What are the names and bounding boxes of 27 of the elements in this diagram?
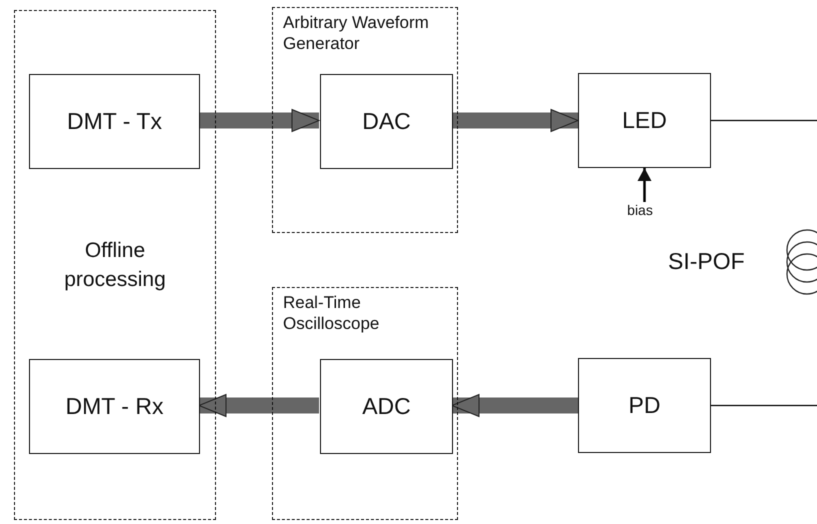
fiber-line bbox=[711, 120, 817, 122]
process-box bbox=[29, 359, 200, 454]
dashed-group-frame bbox=[272, 7, 458, 233]
signal-label: bias bbox=[626, 202, 654, 218]
box-label: ADC bbox=[362, 393, 411, 420]
dashed-group-frame bbox=[272, 287, 458, 520]
process-box bbox=[320, 74, 453, 169]
process-box bbox=[578, 73, 711, 168]
group-title: Arbitrary Waveform Generator bbox=[283, 12, 430, 54]
box-label: PD bbox=[628, 392, 660, 419]
box-label: LED bbox=[622, 107, 667, 134]
box-label: DAC bbox=[362, 108, 411, 135]
group-title: Real-Time Oscilloscope bbox=[283, 292, 380, 334]
process-box bbox=[29, 74, 200, 169]
group-title: Offline processing bbox=[63, 238, 167, 293]
block-arrow bbox=[452, 109, 578, 132]
block-arrow bbox=[452, 394, 578, 417]
box-label: DMT - Rx bbox=[66, 393, 164, 420]
block-arrow bbox=[198, 394, 319, 417]
block-arrow bbox=[199, 109, 320, 132]
process-box bbox=[578, 358, 711, 453]
arrow bbox=[638, 168, 652, 202]
process-box bbox=[320, 359, 453, 454]
dashed-group-frame bbox=[14, 10, 216, 520]
fiber-label: SI-POF bbox=[668, 248, 745, 275]
fiber-line bbox=[711, 404, 817, 406]
box-label: DMT - Tx bbox=[67, 108, 162, 135]
